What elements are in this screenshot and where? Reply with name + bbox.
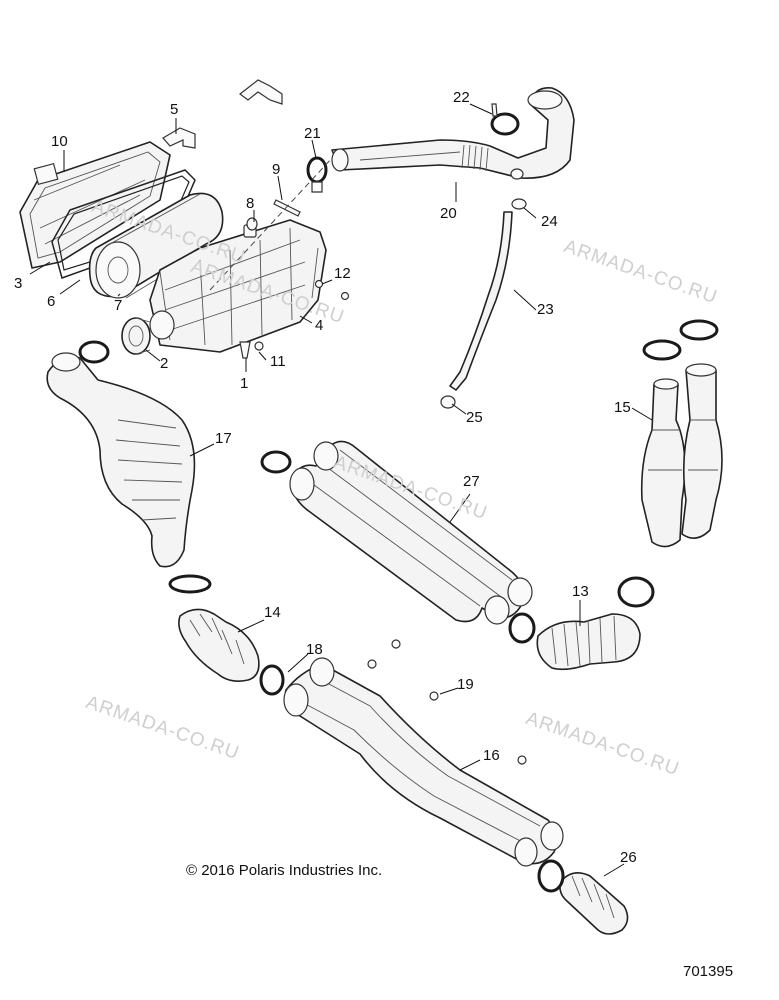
callout-19: 19 — [457, 676, 474, 693]
callout-1: 1 — [240, 375, 248, 392]
drain-valve — [239, 341, 251, 359]
callout-4: 4 — [315, 317, 323, 334]
callout-18: 18 — [306, 641, 323, 658]
lower-dual-duct — [283, 657, 564, 867]
callout-27: 27 — [463, 473, 480, 490]
outlet-boot — [537, 859, 629, 935]
vent-hose-clamp-lower — [440, 395, 456, 409]
callout-8: 8 — [246, 195, 254, 212]
callout-21: 21 — [304, 125, 321, 142]
airbox-outlet-coupler — [121, 317, 151, 355]
duct-screws — [367, 639, 527, 765]
center-dual-duct — [260, 440, 536, 644]
leader-lines — [29, 103, 653, 877]
flex-boot — [536, 576, 655, 671]
callout-2: 2 — [160, 355, 168, 372]
vent-hose — [449, 211, 513, 391]
callout-5: 5 — [170, 101, 178, 118]
intake-duct — [331, 87, 575, 180]
callout-9: 9 — [272, 161, 280, 178]
callout-6: 6 — [47, 293, 55, 310]
callout-23: 23 — [537, 301, 554, 318]
intake-clamp — [306, 156, 328, 193]
callout-22: 22 — [453, 89, 470, 106]
vent-hose-clamp-upper — [511, 198, 527, 210]
latch-clip — [162, 79, 283, 149]
airbox-plug — [246, 217, 258, 231]
callout-15: 15 — [614, 399, 631, 416]
airbox-screws — [314, 279, 350, 301]
drain-clip — [254, 341, 264, 351]
callout-16: 16 — [483, 747, 500, 764]
callout-20: 20 — [440, 205, 457, 222]
copyright-notice: © 2016 Polaris Industries Inc. — [186, 862, 383, 879]
callout-12: 12 — [334, 265, 351, 282]
air-filter-element — [88, 192, 224, 299]
callout-numbers: 10 5 3 6 7 8 9 4 2 1 11 12 21 22 20 24 2… — [14, 89, 637, 866]
callout-24: 24 — [541, 213, 558, 230]
inlet-duct-clamp — [78, 340, 110, 364]
boot-clamp — [260, 665, 284, 695]
callout-11: 11 — [270, 353, 286, 370]
callout-25: 25 — [466, 409, 483, 426]
callout-26: 26 — [620, 849, 637, 866]
callout-17: 17 — [215, 430, 232, 447]
callout-14: 14 — [264, 604, 281, 621]
document-number: 701395 — [683, 963, 734, 980]
callout-10: 10 — [51, 133, 68, 150]
intake-boot — [168, 574, 285, 696]
callout-7: 7 — [114, 297, 122, 314]
inlet-duct — [46, 352, 196, 568]
intake-clamp-upper — [490, 103, 520, 136]
rear-duct-assembly — [640, 319, 723, 548]
callout-13: 13 — [572, 583, 589, 600]
callout-3: 3 — [14, 275, 22, 292]
airbox-strap — [273, 199, 301, 217]
